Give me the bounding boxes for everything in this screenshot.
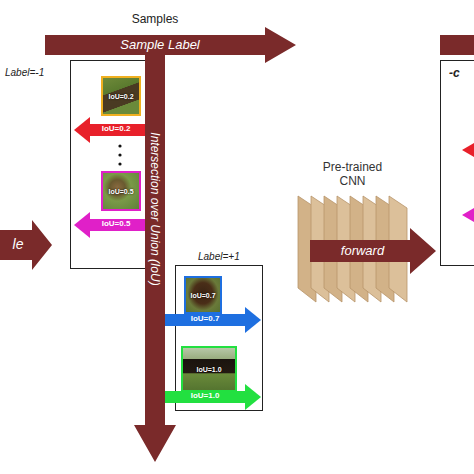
axis-label: Intersection over Union (IoU) bbox=[148, 89, 162, 329]
output-box: -c bbox=[440, 60, 474, 266]
label-axis-arrow bbox=[45, 27, 296, 63]
green-arrow-body bbox=[165, 391, 245, 403]
group-heading: -c bbox=[449, 66, 460, 80]
ellipsis-dot bbox=[118, 153, 121, 156]
sample-thumbnail: IoU=0.2 bbox=[101, 76, 141, 116]
cnn-layer bbox=[389, 196, 407, 302]
iou-tag: IoU=1.0 bbox=[196, 366, 221, 373]
ellipsis-dot bbox=[118, 144, 121, 147]
group-heading: Label=+1 bbox=[198, 251, 240, 262]
arrow-label: IoU=0.5 bbox=[85, 219, 147, 229]
axis-label: Sample Label bbox=[60, 37, 260, 52]
red-arrow-head bbox=[74, 117, 90, 143]
arrow-label: IoU=1.0 bbox=[165, 391, 245, 401]
green-arrow-head bbox=[245, 384, 261, 410]
input-arrow bbox=[0, 220, 52, 270]
cnn-stack: Pre-trained CNN bbox=[290, 160, 415, 305]
arrow-label: IoU=0.2 bbox=[85, 124, 147, 134]
magenta-arrow-head bbox=[74, 212, 90, 238]
group-heading: Label=-1 bbox=[5, 67, 44, 78]
blue-arrow-head bbox=[245, 307, 261, 333]
axis-title: Samples bbox=[115, 12, 195, 26]
iou-tag: IoU=0.5 bbox=[108, 188, 133, 195]
magenta-tick bbox=[462, 208, 474, 222]
output-arrow bbox=[440, 35, 474, 55]
sample-thumbnail: IoU=0.5 bbox=[101, 171, 141, 211]
iou-tag: IoU=0.2 bbox=[108, 93, 133, 100]
sample-thumbnail: IoU=0.7 bbox=[184, 276, 222, 314]
iou-tag: IoU=0.7 bbox=[190, 292, 215, 299]
red-tick bbox=[462, 143, 474, 157]
arrow-label: le bbox=[4, 236, 32, 252]
group-heading: Pre-trained CNN bbox=[290, 160, 415, 188]
blue-arrow-body bbox=[165, 314, 245, 326]
arrow-label: IoU=0.7 bbox=[165, 314, 245, 324]
ellipsis-dot bbox=[118, 162, 121, 165]
sample-thumbnail: IoU=1.0 bbox=[181, 346, 237, 392]
arrow-label: forward bbox=[315, 243, 410, 258]
